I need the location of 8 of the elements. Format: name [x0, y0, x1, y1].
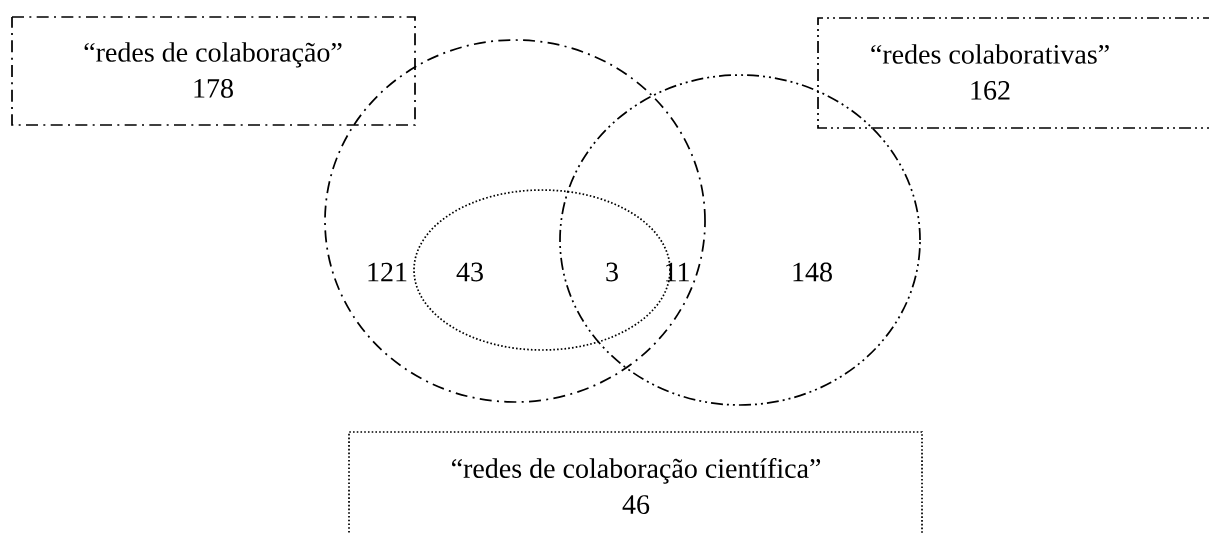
set-ellipse — [559, 74, 921, 406]
label-box: “redes colaborativas” 162 — [817, 17, 1209, 129]
count-label: 43 — [456, 262, 483, 282]
label-box: “redes de colaboração” 178 — [11, 16, 416, 126]
count-label: 3 — [606, 262, 618, 282]
label-box: “redes de colaboração científica” 46 — [348, 431, 923, 533]
count-label: 148 — [793, 262, 832, 282]
count-label: 11 — [666, 262, 689, 282]
